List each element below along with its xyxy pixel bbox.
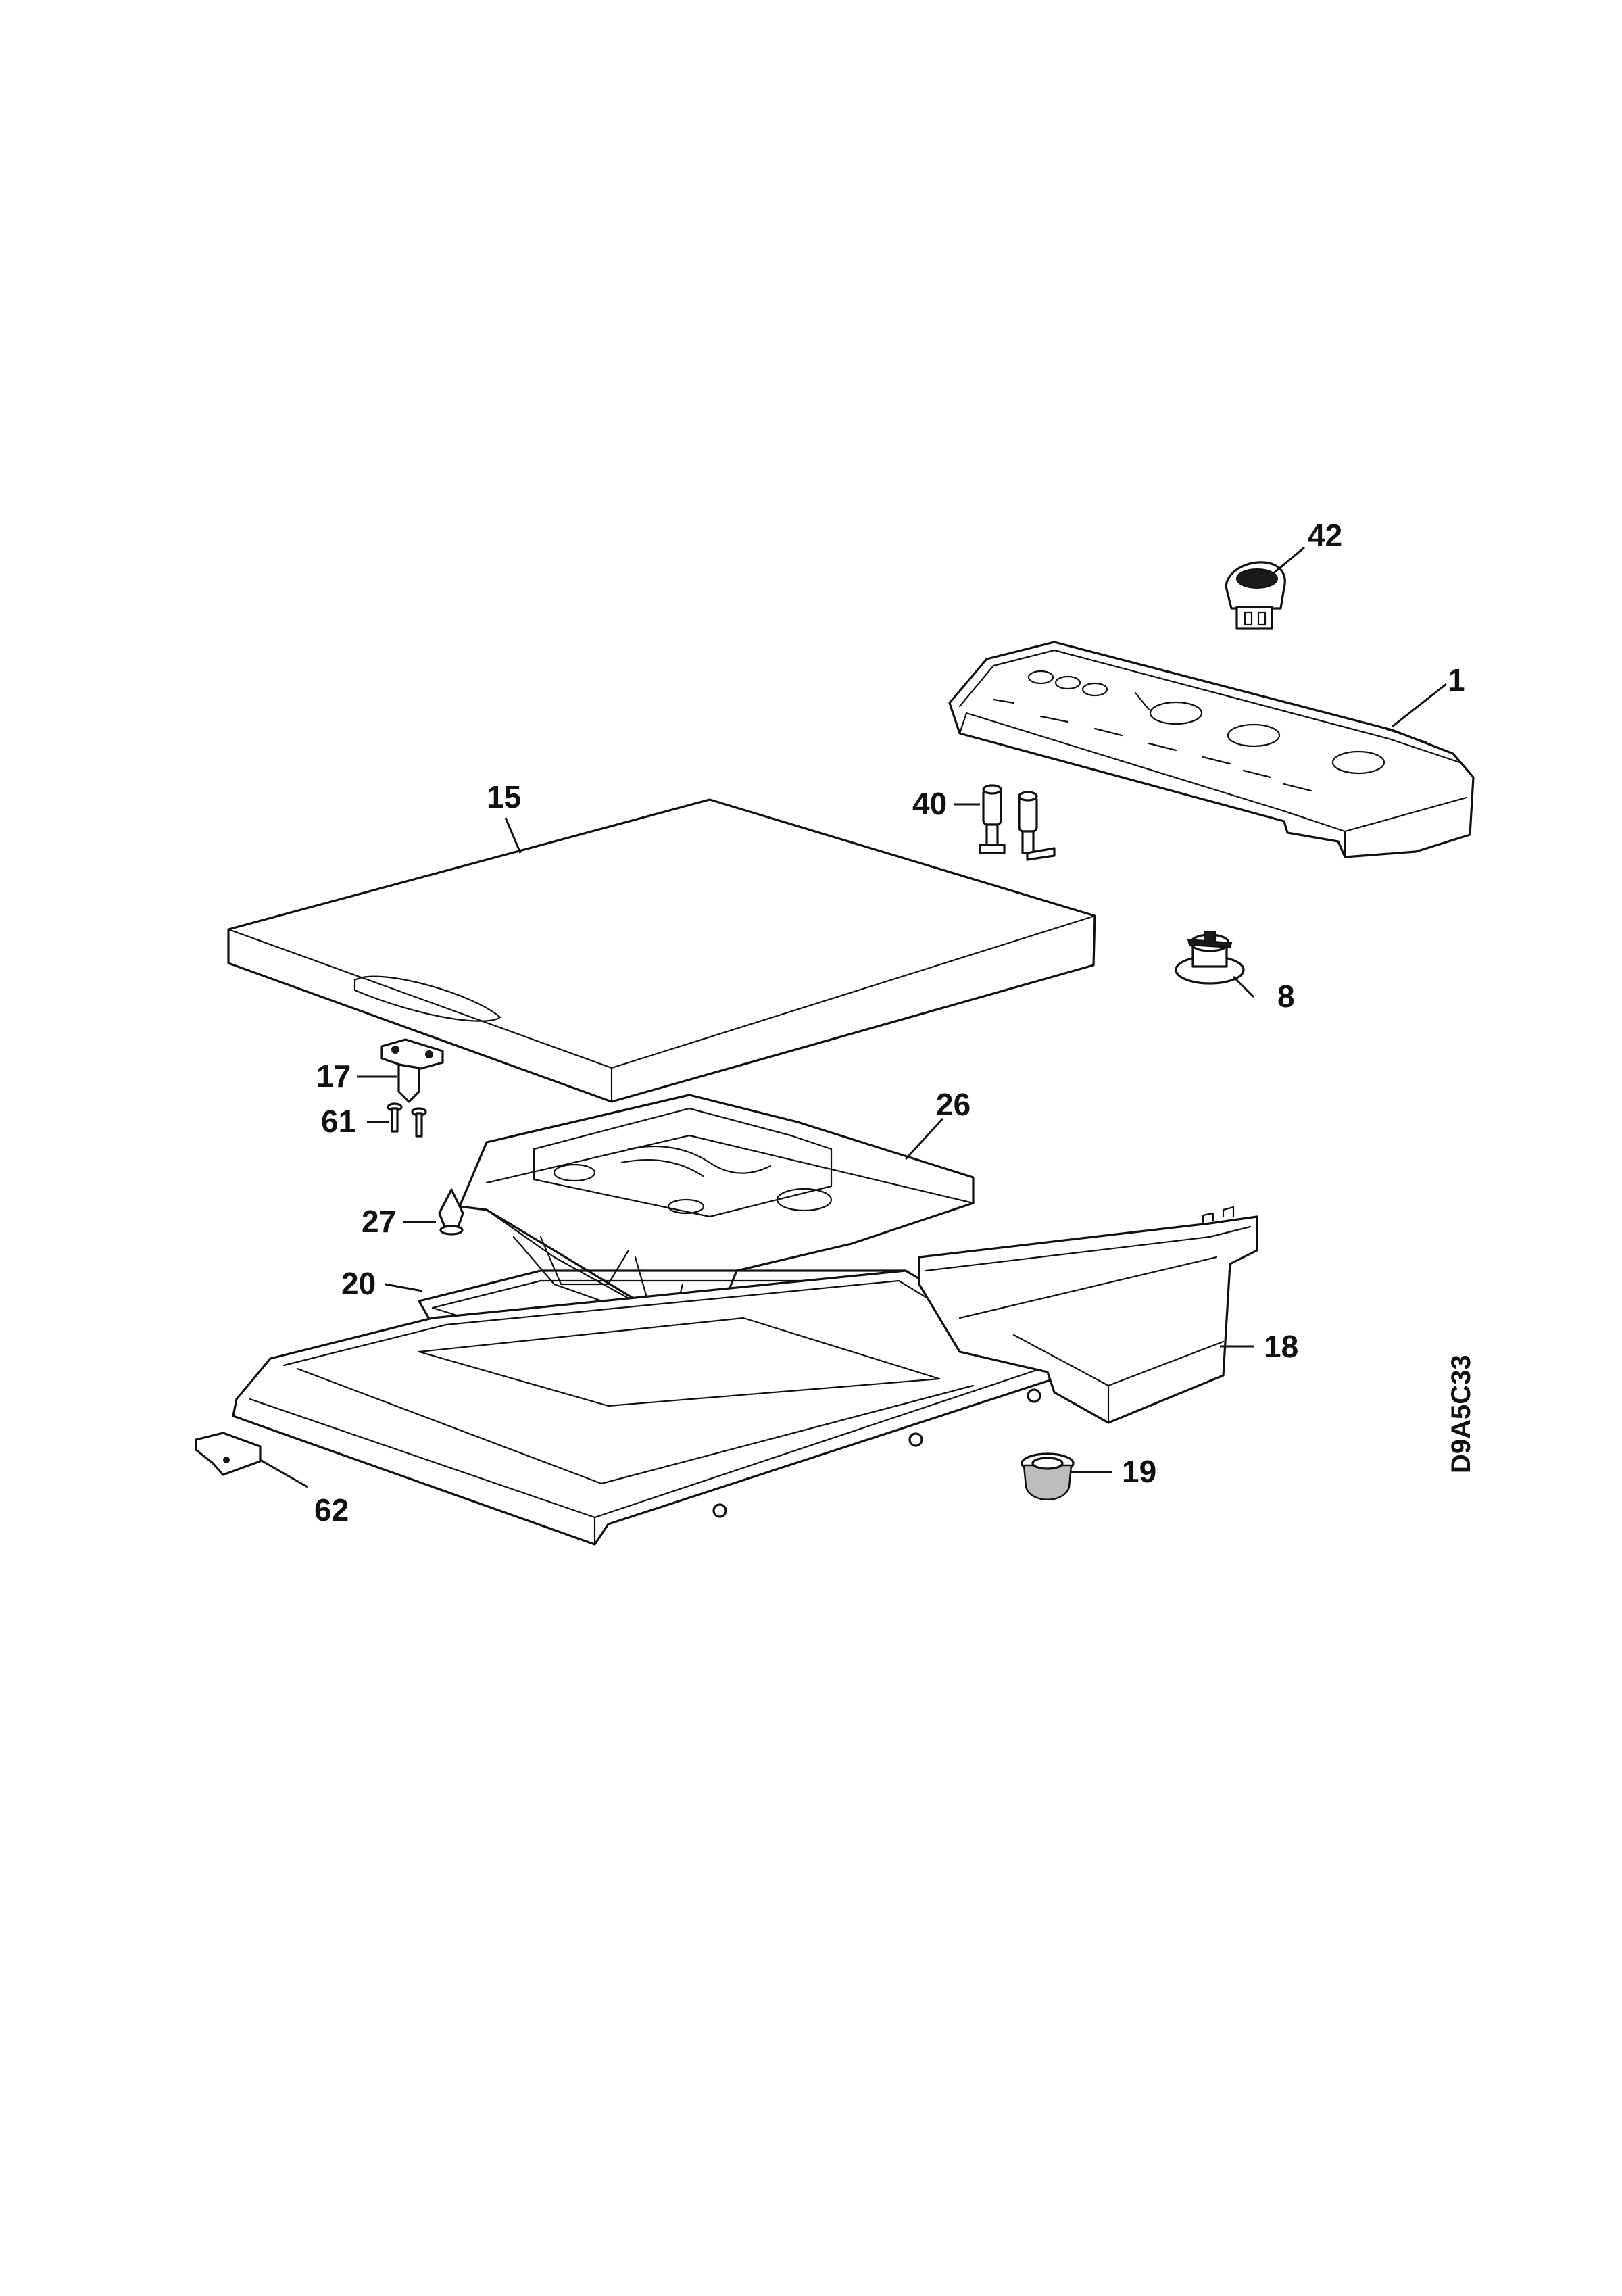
callout-1: 1	[1448, 662, 1465, 698]
screws-part	[387, 1102, 427, 1138]
leader-26	[904, 1117, 944, 1161]
leader-15	[504, 817, 522, 854]
callout-15: 15	[487, 779, 521, 814]
callout-61: 61	[321, 1104, 355, 1139]
callout-8: 8	[1277, 979, 1295, 1014]
leader-42	[1271, 546, 1305, 576]
push-buttons-part	[979, 784, 1056, 861]
hinge-bracket-part	[380, 1038, 444, 1103]
top-cover-part	[227, 798, 1096, 1103]
callout-42: 42	[1308, 518, 1342, 553]
foot-part	[1021, 1452, 1075, 1500]
callout-26: 26	[936, 1087, 970, 1122]
base-frame-part	[232, 1269, 1056, 1546]
callout-17: 17	[316, 1058, 351, 1094]
callout-20: 20	[341, 1266, 376, 1301]
control-panel-part	[948, 641, 1475, 858]
leader-8	[1232, 975, 1255, 998]
knob-part	[1225, 561, 1286, 630]
callout-40: 40	[912, 786, 947, 821]
callout-62: 62	[314, 1492, 349, 1528]
drawing-code: D9A5C33	[1446, 1354, 1476, 1473]
leader-1	[1392, 683, 1447, 728]
callout-18: 18	[1264, 1329, 1298, 1364]
clip-part	[438, 1188, 464, 1236]
callout-27: 27	[362, 1204, 396, 1239]
support-bracket-part	[918, 1206, 1258, 1424]
callout-19: 19	[1122, 1454, 1156, 1489]
leader-lines	[260, 546, 1447, 1488]
leader-62	[260, 1459, 308, 1488]
selector-switch-part	[1175, 931, 1245, 985]
leader-20	[385, 1283, 423, 1292]
callouts: 42 1 40 15 8 17 61 26 27 20 18 19 62	[314, 518, 1465, 1528]
small-bracket-part	[195, 1432, 262, 1476]
